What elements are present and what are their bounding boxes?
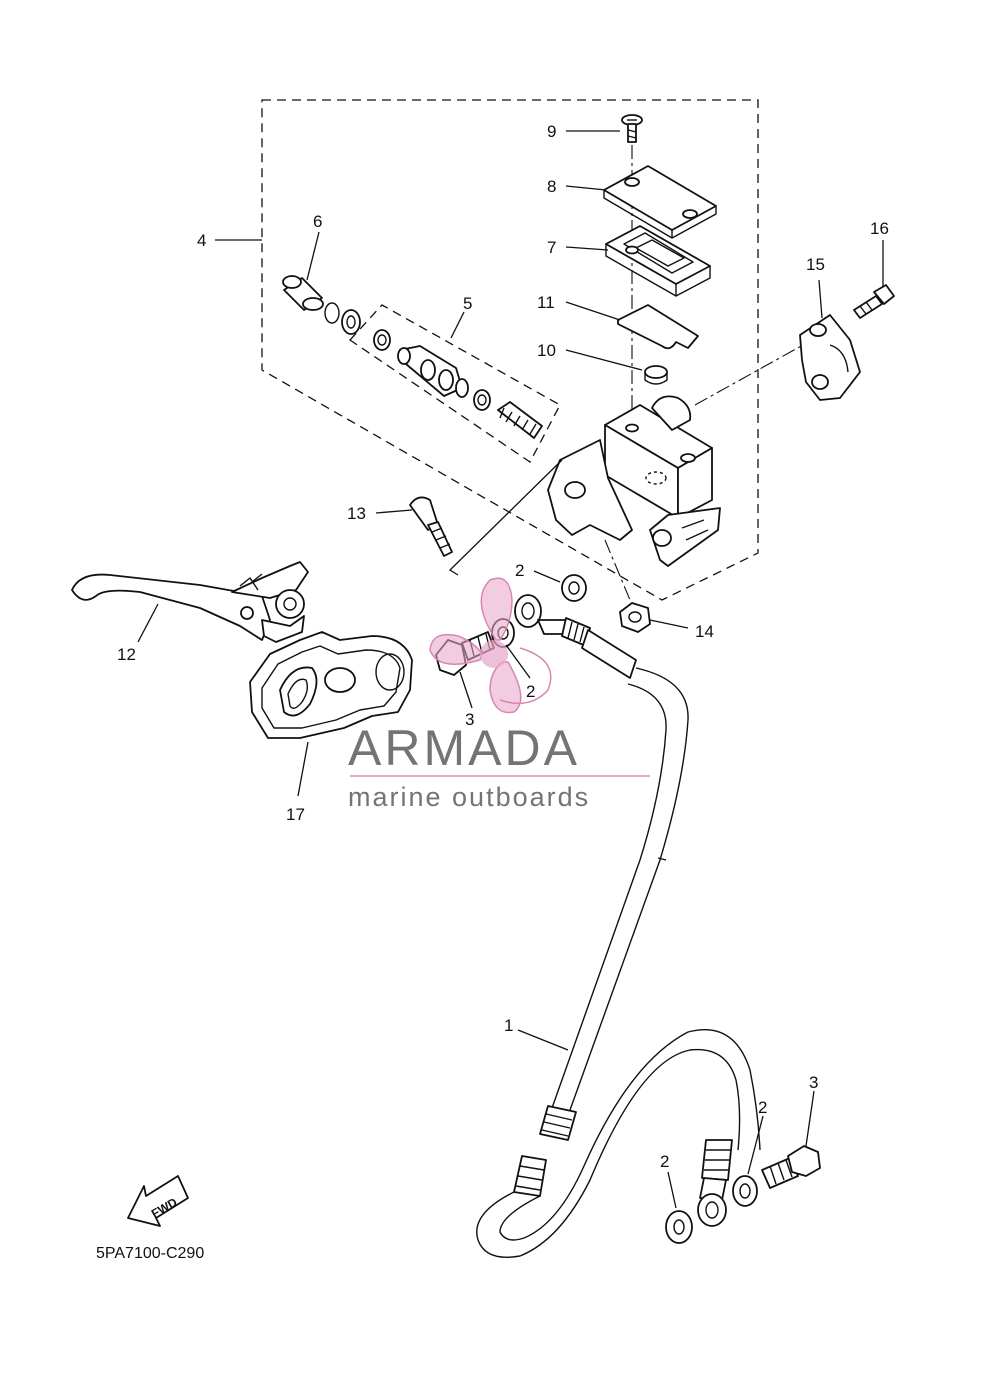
callout-10: 10 — [537, 341, 556, 360]
watermark-tagline: marine outboards — [348, 782, 590, 812]
part-2-washer-lower-b[interactable] — [732, 1175, 758, 1207]
part-14-nut[interactable] — [619, 602, 651, 633]
part-6-boot[interactable] — [282, 275, 324, 311]
callout-11: 11 — [537, 293, 555, 312]
diagram-code: 5PA7100-C290 — [96, 1245, 204, 1262]
watermark-brand: ARMADA — [348, 720, 580, 776]
callout-12: 12 — [117, 645, 136, 664]
callout-6: 6 — [313, 212, 322, 231]
part-7-cap-holder[interactable] — [605, 225, 711, 297]
callout-2: 2 — [660, 1152, 669, 1171]
callout-16: 16 — [870, 219, 889, 238]
callout-1: 1 — [504, 1016, 513, 1035]
callout-3: 3 — [809, 1073, 818, 1092]
part-15-holder[interactable] — [799, 314, 861, 401]
callout-3: 3 — [465, 710, 474, 729]
callout-13: 13 — [347, 504, 366, 523]
part-11-diaphragm[interactable] — [617, 304, 699, 350]
part-2-washer-lower-a[interactable] — [665, 1210, 693, 1244]
callout-4: 4 — [197, 231, 206, 250]
callout-15: 15 — [806, 255, 825, 274]
callout-8: 8 — [547, 177, 556, 196]
callout-9: 9 — [547, 122, 556, 141]
part-16-bolt[interactable] — [853, 284, 895, 319]
callout-17: 17 — [286, 805, 305, 824]
part-17-lever-cover[interactable] — [249, 631, 413, 739]
armada-logo-icon — [429, 577, 552, 714]
part-2-washer-upper-a[interactable] — [561, 574, 587, 602]
leader-lines — [137, 130, 884, 1209]
callout-14: 14 — [695, 622, 714, 641]
part-13-pivot-bolt[interactable] — [409, 496, 453, 557]
callout-7: 7 — [547, 238, 556, 257]
callout-2: 2 — [526, 682, 535, 701]
master-cylinder-body[interactable] — [547, 395, 721, 567]
callout-labels: 1 2 2 2 2 3 3 4 5 6 7 8 9 10 11 12 13 14… — [117, 122, 889, 1171]
armada-watermark: ARMADA marine outboards — [348, 577, 650, 812]
part-9-screw[interactable] — [621, 114, 643, 143]
callout-2: 2 — [515, 561, 524, 580]
hose-banjo-fitting-upper[interactable] — [514, 594, 637, 679]
piston-kit-boundary — [349, 304, 561, 463]
circlip[interactable] — [324, 302, 361, 335]
part-8-reservoir-cap[interactable] — [603, 165, 717, 239]
master-cylinder-assembly-boundary — [261, 99, 759, 601]
callout-2: 2 — [758, 1098, 767, 1117]
part-1-brake-hose[interactable] — [476, 667, 761, 1258]
part-12-brake-lever[interactable] — [71, 561, 309, 643]
part-10-float[interactable] — [644, 365, 668, 385]
part-5-piston-kit[interactable] — [373, 329, 543, 439]
callout-5: 5 — [463, 294, 472, 313]
part-3-union-bolt-lower[interactable] — [761, 1145, 821, 1189]
fwd-arrow-icon: FWD — [127, 1175, 189, 1227]
